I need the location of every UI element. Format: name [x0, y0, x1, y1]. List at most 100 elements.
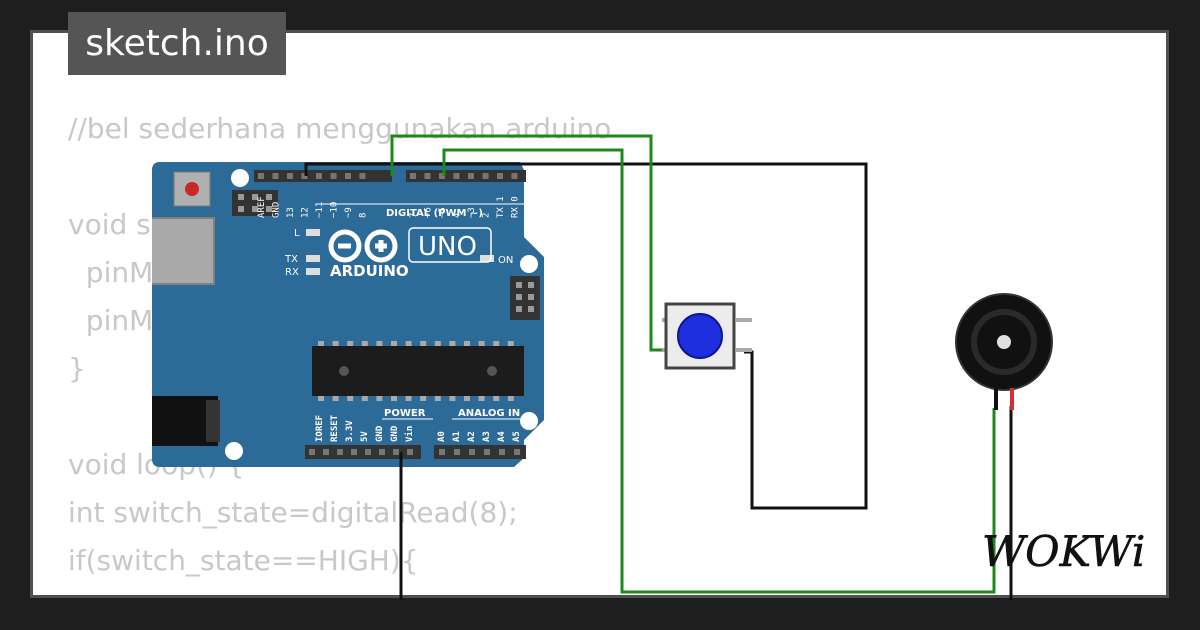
digital-pin-label: GND — [272, 202, 282, 218]
digital-pin-label: ~9 — [344, 207, 354, 218]
power-pin-label: 5V — [360, 431, 370, 442]
analog-pin-label: A4 — [497, 431, 507, 442]
digital-pin-socket[interactable] — [359, 173, 366, 179]
analog-pin-socket[interactable] — [469, 449, 475, 455]
digital-pin-socket[interactable] — [345, 173, 351, 179]
analog-pin-label: A5 — [512, 431, 522, 442]
digital-pin-socket[interactable] — [301, 173, 308, 179]
chip-pin — [376, 341, 383, 346]
digital-pin-label: 12 — [301, 207, 311, 218]
digital-pin-socket[interactable] — [272, 173, 279, 179]
led-l — [306, 229, 320, 236]
push-button[interactable] — [662, 300, 752, 376]
digital-pin-label: 2 — [482, 213, 492, 218]
chip-pin — [405, 396, 412, 401]
digital-pin-socket[interactable] — [497, 173, 503, 179]
digital-header-right — [406, 170, 526, 182]
analog-section-label: ANALOG IN — [458, 408, 520, 419]
chip-pin — [318, 341, 324, 346]
power-pin-label: 3.3V — [345, 420, 355, 442]
digital-pin-socket[interactable] — [330, 173, 337, 179]
power-pin-socket[interactable] — [365, 449, 371, 455]
power-pin-socket[interactable] — [337, 449, 343, 455]
icsp-header — [232, 190, 278, 216]
power-pin-socket[interactable] — [407, 449, 413, 455]
chip-pin — [347, 341, 354, 346]
code-line: } — [68, 352, 86, 385]
analog-pin-socket[interactable] — [499, 449, 505, 455]
led-rx-label: RX — [285, 267, 299, 278]
power-pin-socket[interactable] — [393, 449, 399, 455]
power-section-label: POWER — [384, 408, 426, 419]
usb-port — [152, 217, 215, 285]
chip-pin — [391, 341, 397, 346]
buzzer-lead-pos — [1010, 388, 1014, 410]
mounting-hole — [520, 255, 538, 273]
code-line: digitalWrite(5,HIGH); — [68, 585, 611, 595]
power-pin-label: Vin — [404, 426, 415, 442]
mounting-hole — [520, 412, 538, 430]
button-lead — [662, 318, 666, 322]
chip-pin — [449, 341, 456, 346]
analog-pin-socket[interactable] — [454, 449, 460, 455]
file-tab[interactable]: sketch.ino — [68, 12, 286, 75]
chip-pin — [464, 396, 470, 401]
file-tab-label: sketch.ino — [85, 23, 269, 64]
digital-pin-socket[interactable] — [316, 173, 322, 179]
analog-pin-socket[interactable] — [484, 449, 490, 455]
uno-model-text: UNO — [418, 232, 477, 262]
power-pin-socket[interactable] — [323, 449, 329, 455]
power-pin-socket[interactable] — [379, 449, 385, 455]
analog-pin-socket[interactable] — [514, 449, 520, 455]
chip-pin — [361, 396, 368, 401]
chip-pin — [464, 341, 470, 346]
power-pin-socket[interactable] — [351, 449, 357, 455]
wokwi-logo: WOKWi — [982, 527, 1146, 577]
chip-pin — [405, 341, 412, 346]
power-pin-label: IOREF — [315, 415, 325, 442]
digital-pin-socket[interactable] — [453, 173, 460, 179]
button-cap[interactable] — [677, 313, 723, 359]
digital-pin-socket[interactable] — [287, 173, 293, 179]
code-line: //bel sederhana menggunakan arduino — [68, 112, 612, 145]
digital-pin-socket[interactable] — [424, 173, 431, 179]
button-lead — [736, 318, 752, 322]
button-lead — [736, 348, 752, 352]
atmega-chip — [312, 346, 524, 396]
power-pin-socket[interactable] — [309, 449, 315, 455]
digital-pin-label: AREF — [257, 196, 267, 218]
chip-pin — [420, 396, 427, 401]
led-tx — [306, 255, 320, 262]
mounting-hole — [231, 169, 249, 187]
digital-pin-label: RX 0 — [511, 196, 521, 218]
chip-pin — [478, 396, 485, 401]
arduino-brand-text: ARDUINO — [330, 262, 409, 280]
digital-pin-socket[interactable] — [482, 173, 489, 179]
piezo-buzzer[interactable] — [950, 290, 1060, 600]
chip-pin — [420, 341, 427, 346]
digital-pin-socket[interactable] — [410, 173, 416, 179]
analog-pin-label: A3 — [482, 431, 492, 442]
digital-pin-socket[interactable] — [258, 173, 264, 179]
power-pin-label: GND — [390, 425, 400, 442]
digital-section-label: DIGITAL (PWM ~) — [386, 208, 483, 219]
digital-pin-socket[interactable] — [468, 173, 474, 179]
chip-pin — [347, 396, 354, 401]
analog-pin-label: A2 — [467, 431, 477, 442]
chip-pin — [507, 341, 514, 346]
digital-pin-socket[interactable] — [439, 173, 445, 179]
led-tx-label: TX — [284, 254, 298, 265]
analog-pin-socket[interactable] — [439, 449, 445, 455]
led-l-label: L — [294, 228, 300, 239]
led-on — [480, 255, 494, 262]
chip-pin — [478, 341, 485, 346]
chip-pin — [318, 396, 324, 401]
digital-pin-socket[interactable] — [511, 173, 518, 179]
chip-pin — [361, 341, 368, 346]
chip-pin — [449, 396, 456, 401]
chip-pin — [434, 341, 441, 346]
power-header — [305, 445, 421, 459]
buzzer-center — [997, 335, 1011, 349]
reset-button-cap[interactable] — [185, 182, 199, 196]
